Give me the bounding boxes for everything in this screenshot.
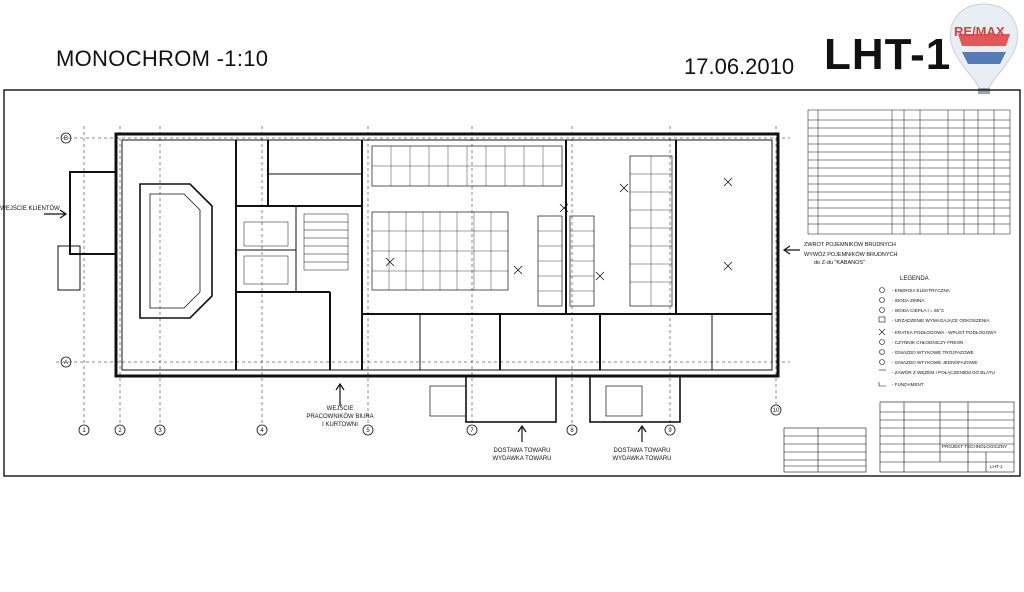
building-outline [114,132,780,378]
legend-item: - WODA ZIMNA [892,298,925,303]
remax-balloon-logo [949,3,1019,94]
axis-label: 7 [470,428,474,434]
title-block-project: PROJEKT TECHNOLOGICZNY [942,444,1007,449]
drawing-code: LHT-1 [824,30,952,79]
axis-label: 10 [773,408,780,414]
delivery-left-label-1: DOSTAWA TOWARU [493,448,550,454]
waste-note-1: ZWROT POJEMNIKÓW BRUDNYCH [804,241,896,248]
floor-plan-drawing: 1 2 3 4 5 7 8 9 10 B A [0,89,1021,477]
drawing-date: 17.06.2010 [684,54,795,79]
legend: LEGENDA - ENERGIA ELEKTRYCZNA - WODA ZIM… [878,276,997,387]
title-block [783,401,1015,473]
entrance-staff-label-2: PRACOWNIKÓW BIURA [306,413,373,420]
axis-label: 2 [118,428,122,434]
delivery-right-label-1: DOSTAWA TOWARU [613,448,670,454]
entrance-clients-label: WEJŚCIE KLIENTÓW [0,204,60,212]
legend-item: - FUNDAMENT [892,382,924,387]
legend-title: LEGENDA [900,276,929,282]
row-label: B [64,136,68,142]
entrance-staff-label-3: I KURTOWNI [322,422,358,428]
remax-logo-text: RE/MAX [954,24,1005,39]
legend-item: - CZYNNIK CHŁODNICZY FREON [892,340,963,345]
legend-item: - ZAWÓR Z WĘŻEM I POŁĄCZENIEM DO BLATU [892,369,995,375]
axis-label: 1 [82,428,86,434]
title-block-code: LHT-1 [990,464,1003,469]
row-label: A [64,360,68,366]
waste-note-2: WYWÓZ POJEMNIKÓW BRUDNYCH [804,251,898,258]
axis-label: 9 [668,428,672,434]
axis-label: 5 [366,428,370,434]
legend-item: - WODA CIEPŁA t = 55°C [892,308,945,313]
waste-note-3: do Z-du "KABANOS" [814,260,865,266]
axis-label: 3 [158,428,162,434]
axis-label: 8 [570,428,574,434]
axis-label: 4 [260,428,264,434]
entrance-staff-label-1: WEJŚCIE [327,404,354,412]
delivery-right-label-2: WYDAWKA TOWARU [612,456,671,462]
legend-item: - GNIAZDO WTYKOWE TRÓJFAZOWE [892,349,974,355]
delivery-left-label-2: WYDAWKA TOWARU [492,456,551,462]
legend-item: - ENERGIA ELEKTRYCZNA [892,288,951,293]
equipment-schedule-table [807,109,1011,235]
drawing-title: MONOCHROM -1:10 [56,46,269,71]
legend-item: - GNIAZDO WTYKOWE JEDNOFAZOWE [892,360,978,365]
legend-item: - KRATKA PODŁOGOWA - WPUST PODŁOGOWY [892,330,997,335]
legend-item: - URZĄDZENIE WYMAGAJĄCE ODKOSZENIA [892,318,990,323]
